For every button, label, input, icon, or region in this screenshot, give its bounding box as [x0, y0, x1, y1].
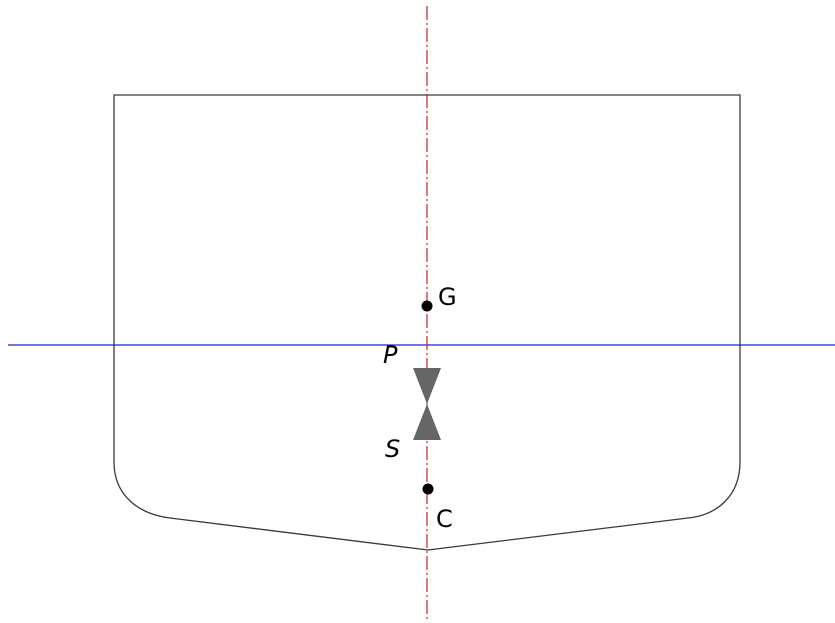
point-g — [421, 300, 433, 312]
draft-marker-lower-triangle — [413, 404, 441, 440]
label-s: S — [385, 435, 400, 463]
label-c: C — [436, 505, 453, 533]
label-g: G — [438, 283, 457, 311]
draft-marker-upper-triangle — [413, 368, 441, 404]
point-c — [422, 483, 434, 495]
label-p: P — [383, 341, 398, 369]
hull-outline — [113, 94, 741, 551]
